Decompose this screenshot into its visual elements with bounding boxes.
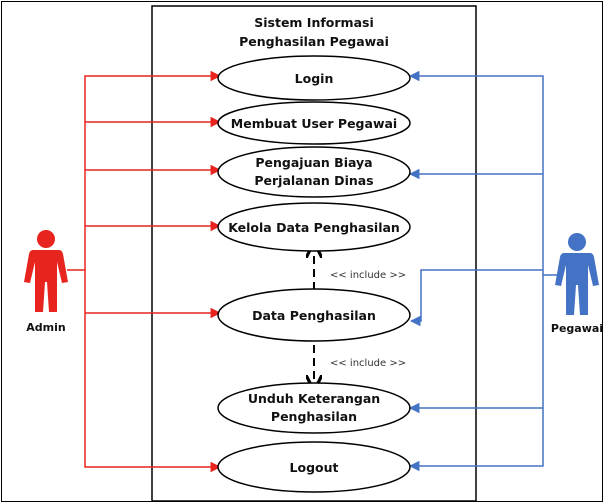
use-case-kelola[interactable]: Kelola Data Penghasilan bbox=[217, 202, 411, 252]
pegawai-person-icon bbox=[555, 233, 599, 315]
use-case-data-penghasilan[interactable]: Data Penghasilan bbox=[217, 288, 411, 342]
include-label-lower: << include >> bbox=[330, 358, 406, 369]
admin-login-link bbox=[67, 70, 222, 271]
use-case-membuat-user-label: Membuat User Pegawai bbox=[231, 116, 397, 131]
use-case-logout[interactable]: Logout bbox=[217, 441, 411, 493]
use-case-data-penghasilan-ellipse[interactable] bbox=[217, 288, 411, 342]
pegawai-data-link bbox=[409, 269, 543, 327]
actor-admin-label: Admin bbox=[26, 321, 65, 334]
use-case-login[interactable]: Login bbox=[217, 55, 411, 101]
use-case-logout-ellipse[interactable] bbox=[217, 441, 411, 493]
use-case-membuat-user-ellipse[interactable] bbox=[217, 101, 411, 145]
use-case-pengajuan-label-line2: Perjalanan Dinas bbox=[254, 173, 373, 188]
include-label-upper: << include >> bbox=[330, 270, 406, 281]
use-case-unduh[interactable]: Unduh Keterangan Penghasilan bbox=[217, 382, 411, 434]
pegawai-logout-link bbox=[408, 275, 544, 472]
use-case-logout-label: Logout bbox=[290, 460, 339, 475]
use-case-pengajuan-ellipse[interactable] bbox=[217, 146, 411, 198]
actor-admin: Admin bbox=[24, 230, 68, 334]
system-title-line2: Penghasilan Pegawai bbox=[239, 34, 389, 49]
use-case-unduh-label-line2: Penghasilan bbox=[271, 409, 357, 424]
use-case-pengajuan[interactable]: Pengajuan Biaya Perjalanan Dinas bbox=[217, 146, 411, 198]
admin-logout-link bbox=[84, 270, 222, 473]
pegawai-login-link bbox=[408, 70, 560, 276]
use-case-data-penghasilan-label: Data Penghasilan bbox=[252, 308, 376, 323]
use-case-login-ellipse[interactable] bbox=[217, 55, 411, 101]
use-case-login-label: Login bbox=[295, 71, 334, 86]
system-boundary bbox=[151, 5, 477, 502]
use-case-kelola-ellipse[interactable] bbox=[217, 202, 411, 252]
admin-connections bbox=[67, 70, 222, 473]
use-case-kelola-label: Kelola Data Penghasilan bbox=[228, 220, 400, 235]
system-title-line1: Sistem Informasi bbox=[254, 15, 373, 30]
use-case-unduh-ellipse[interactable] bbox=[217, 382, 411, 434]
actor-pegawai-label: Pegawai bbox=[551, 322, 603, 335]
actor-pegawai: Pegawai bbox=[551, 233, 603, 335]
admin-person-icon bbox=[24, 230, 68, 312]
use-case-membuat-user[interactable]: Membuat User Pegawai bbox=[217, 101, 411, 145]
use-case-unduh-label-line1: Unduh Keterangan bbox=[248, 391, 380, 406]
pegawai-connections bbox=[408, 70, 560, 472]
use-case-pengajuan-label-line1: Pengajuan Biaya bbox=[255, 155, 372, 170]
